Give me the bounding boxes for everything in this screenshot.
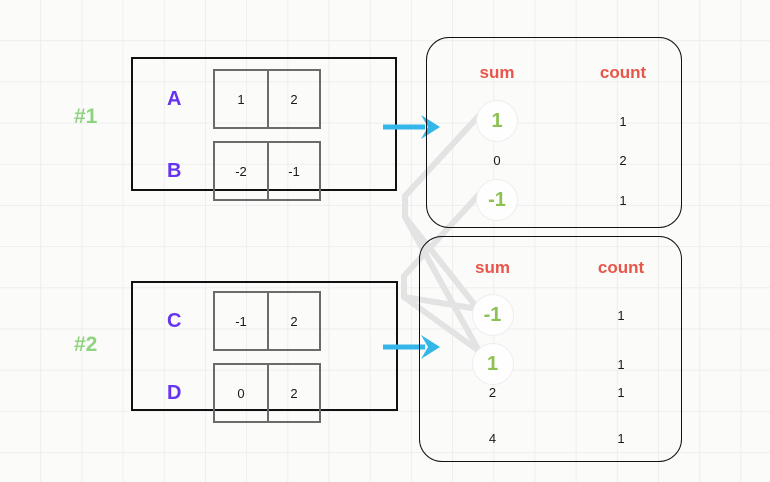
- cell-value: -1: [235, 313, 247, 329]
- row-key-c: C: [167, 310, 182, 332]
- table-row: D 0 2: [167, 363, 321, 423]
- sum-value-cell: -1: [427, 179, 567, 221]
- row-key-d: D: [167, 382, 182, 404]
- table-row: 1 1: [427, 100, 681, 142]
- sum-value: -1: [476, 179, 518, 221]
- sum-value-cell: 0: [427, 153, 567, 168]
- count-value-cell: 1: [619, 192, 627, 208]
- row-cells: -1 2: [213, 291, 321, 351]
- column-header-sum: sum: [475, 258, 510, 277]
- cell-value: 2: [267, 71, 319, 127]
- sum-value-cell: 2: [420, 385, 565, 400]
- table-row: B -2 -1: [167, 141, 321, 201]
- count-value-cell: 1: [617, 385, 625, 400]
- cell-value: -2: [235, 163, 247, 179]
- row-cells: -2 -1: [213, 141, 321, 201]
- count-value-cell: 1: [617, 356, 625, 372]
- table-row: -1 1: [427, 179, 681, 221]
- cell-value: -1: [267, 143, 319, 199]
- sum-value-cell: 1: [420, 343, 565, 385]
- table-row: 4 1: [420, 431, 681, 446]
- sum-value-cell: 4: [420, 431, 565, 446]
- row-key-b: B: [167, 160, 182, 182]
- sum-value: -1: [471, 294, 514, 336]
- table-row: 0 2: [427, 153, 681, 168]
- group-tag-1: #1: [74, 105, 98, 128]
- table-row: A 1 2: [167, 69, 321, 129]
- column-header-count: count: [599, 63, 647, 82]
- panel-header: sum count: [427, 63, 681, 83]
- sum-value: 2: [488, 385, 497, 400]
- row-set: A 1 2 B -2 -1: [133, 59, 395, 201]
- input-block-2: C -1 2 D 0 2: [131, 281, 398, 423]
- row-key-a: A: [167, 88, 182, 110]
- table-row: 2 1: [420, 385, 681, 400]
- sum-value-cell: -1: [420, 294, 565, 336]
- sum-value: 1: [476, 100, 518, 142]
- column-header-sum: sum: [479, 63, 515, 82]
- row-cells: 1 2: [213, 69, 321, 129]
- group-tag-2: #2: [74, 333, 98, 356]
- cell-value: 1: [237, 91, 245, 107]
- sum-value: 4: [488, 431, 497, 446]
- cell-value: 0: [237, 385, 245, 401]
- sum-value-cell: 1: [427, 100, 567, 142]
- sum-value: 1: [471, 343, 514, 385]
- row-set: C -1 2 D 0 2: [133, 283, 396, 423]
- cell-value: 2: [267, 293, 319, 349]
- table-row: 1 1: [420, 343, 681, 385]
- output-panel-1: sum count 1 1 0 2 -1 1: [426, 37, 682, 228]
- count-value-cell: 2: [619, 153, 627, 168]
- input-block-1: A 1 2 B -2 -1: [131, 57, 397, 201]
- sum-value: 0: [493, 153, 501, 168]
- row-cells: 0 2: [213, 363, 321, 423]
- table-row: -1 1: [420, 294, 681, 336]
- output-panel-2: sum count -1 1 1 1 2 1: [419, 236, 682, 462]
- column-header-count: count: [597, 258, 645, 277]
- count-value-cell: 1: [617, 431, 625, 446]
- count-value-cell: 1: [619, 113, 627, 129]
- count-value-cell: 1: [617, 307, 625, 323]
- panel-header: sum count: [420, 258, 681, 278]
- table-row: C -1 2: [167, 291, 321, 351]
- cell-value: 2: [267, 365, 319, 421]
